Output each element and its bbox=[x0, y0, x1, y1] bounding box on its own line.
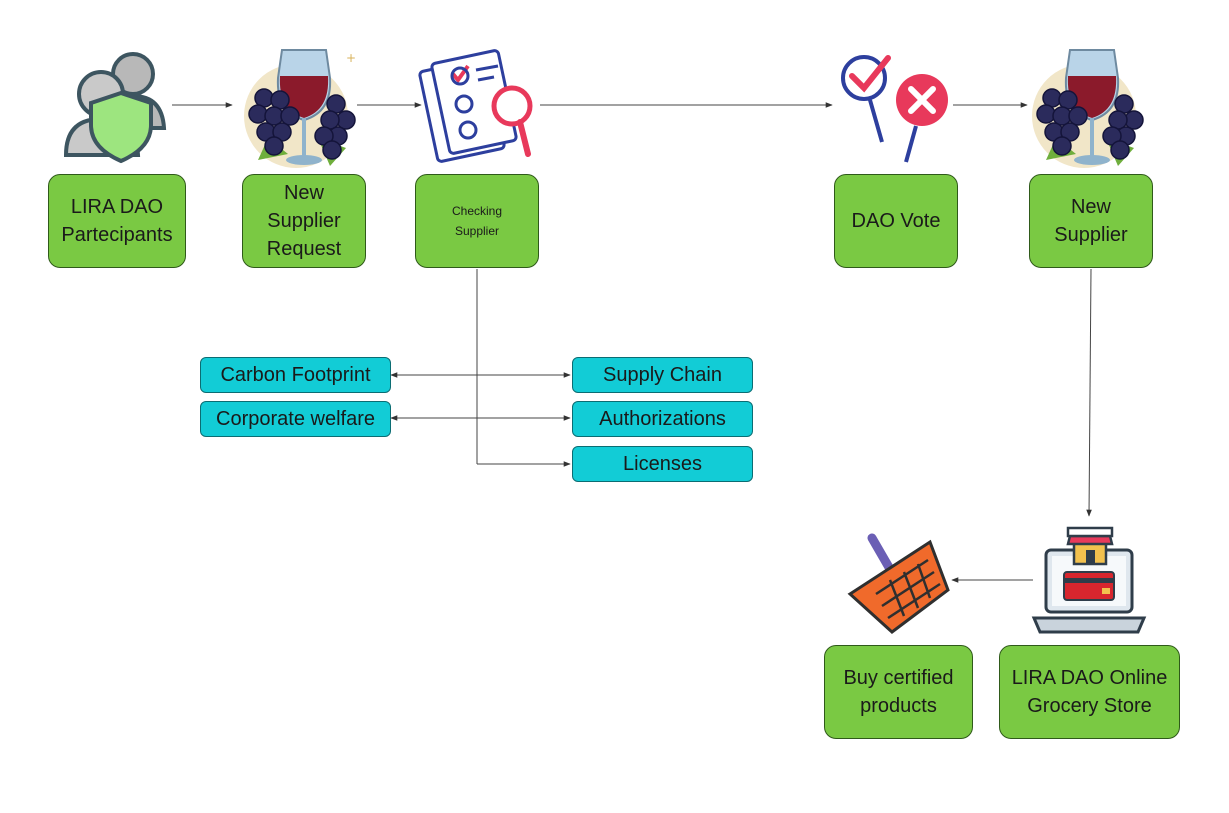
connectors bbox=[172, 102, 1092, 583]
node-new-supplier-request[interactable]: New Supplier Request bbox=[242, 174, 366, 268]
wine-grapes-icon bbox=[1032, 49, 1144, 168]
criteria-licenses[interactable]: Licenses bbox=[572, 446, 753, 482]
criteria-corporate-welfare[interactable]: Corporate welfare bbox=[200, 401, 391, 437]
node-dao-vote[interactable]: DAO Vote bbox=[834, 174, 958, 268]
criteria-supply-chain[interactable]: Supply Chain bbox=[572, 357, 753, 393]
criteria-authorizations[interactable]: Authorizations bbox=[572, 401, 753, 437]
laptop-shop-icon bbox=[1031, 526, 1147, 634]
svg-text:+: + bbox=[346, 51, 356, 65]
criteria-carbon-footprint[interactable]: Carbon Footprint bbox=[200, 357, 391, 393]
node-new-supplier[interactable]: New Supplier bbox=[1029, 174, 1153, 268]
checklist-magnifier-icon bbox=[418, 49, 533, 163]
node-checking-supplier[interactable]: Checking Supplier bbox=[415, 174, 539, 268]
connector-new-supplier-to-store bbox=[1086, 268, 1092, 517]
wine-grapes-icon: + bbox=[244, 49, 356, 168]
vote-check-cross-icon bbox=[841, 55, 948, 163]
node-buy-certified-products[interactable]: Buy certified products bbox=[824, 645, 973, 739]
node-lira-dao-participants[interactable]: LIRA DAO Partecipants bbox=[48, 174, 186, 268]
node-online-grocery-store[interactable]: LIRA DAO Online Grocery Store bbox=[999, 645, 1180, 739]
user-group-shield-icon bbox=[63, 52, 167, 164]
shopping-basket-icon bbox=[847, 533, 950, 634]
